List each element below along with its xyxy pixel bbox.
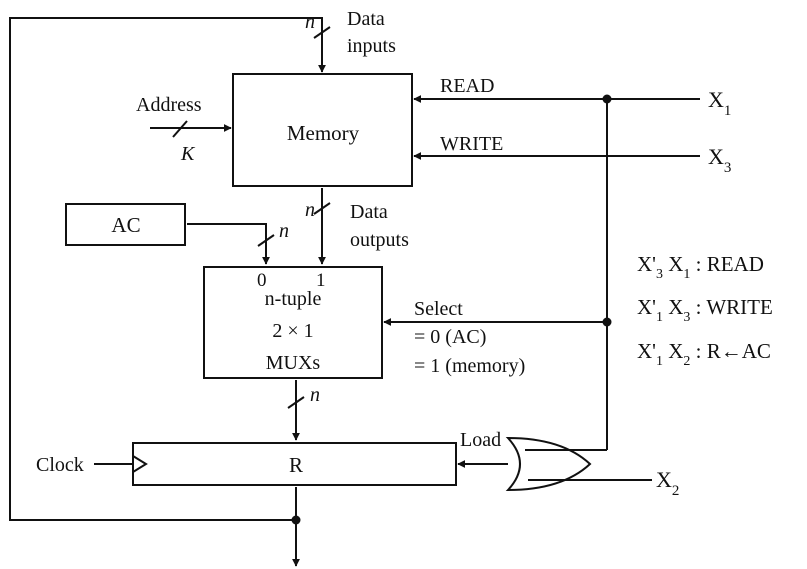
data-inputs-width: n bbox=[305, 11, 315, 33]
mux-label-line3: MUXs bbox=[266, 352, 321, 374]
clock-triangle-icon bbox=[132, 455, 148, 473]
data-inputs-width-slash bbox=[313, 26, 331, 39]
ac-width-slash bbox=[257, 234, 275, 247]
x1-input-label: X1 bbox=[708, 87, 731, 119]
write-label: WRITE bbox=[440, 133, 503, 155]
ac-label: AC bbox=[111, 213, 140, 237]
output-junction-dot bbox=[291, 515, 301, 525]
load-label: Load bbox=[460, 429, 501, 451]
ac-register-block bbox=[65, 203, 186, 246]
memory-label: Memory bbox=[287, 121, 360, 145]
x2-input-label: X2 bbox=[656, 467, 679, 499]
equation-write: X'1 X3 : WRITE bbox=[637, 295, 773, 325]
select-1-label: = 1 (memory) bbox=[414, 355, 525, 377]
select-0-label: = 0 (AC) bbox=[414, 326, 486, 348]
equation-read: X'3 X1 : READ bbox=[637, 252, 764, 282]
select-label: Select bbox=[414, 298, 463, 320]
register-r-block bbox=[132, 442, 457, 486]
data-inputs-label-2: inputs bbox=[347, 35, 396, 57]
data-outputs-width: n bbox=[305, 199, 315, 221]
memory-block bbox=[232, 73, 413, 187]
read-label: READ bbox=[440, 75, 494, 97]
x1-read-junction-dot bbox=[602, 94, 612, 104]
feedback-bus-wire bbox=[9, 17, 326, 521]
address-width-slash bbox=[172, 120, 188, 138]
register-r-label: R bbox=[289, 453, 303, 477]
data-outputs-label-1: Data bbox=[350, 201, 388, 223]
mux-label-line2: 2 × 1 bbox=[272, 320, 313, 342]
clock-label: Clock bbox=[36, 454, 84, 476]
data-outputs-width-slash bbox=[313, 202, 331, 215]
mux-label-line1: n-tuple bbox=[265, 288, 322, 310]
address-label: Address bbox=[136, 94, 202, 116]
mux-output-width-slash bbox=[287, 396, 305, 409]
equation-transfer: X'1 X2 : R←AC bbox=[637, 339, 771, 369]
mux-output-width: n bbox=[310, 384, 320, 406]
ac-bus-wire bbox=[187, 223, 270, 265]
ac-bus-width: n bbox=[279, 220, 289, 242]
mux-input-1-label: 1 bbox=[316, 270, 326, 291]
mux-block bbox=[203, 266, 383, 379]
address-width: K bbox=[180, 143, 196, 165]
x3-input-label: X3 bbox=[708, 144, 731, 176]
or-gate-icon bbox=[505, 436, 592, 492]
data-inputs-label-1: Data bbox=[347, 8, 385, 30]
mux-input-0-label: 0 bbox=[257, 270, 267, 291]
data-outputs-label-2: outputs bbox=[350, 229, 409, 251]
